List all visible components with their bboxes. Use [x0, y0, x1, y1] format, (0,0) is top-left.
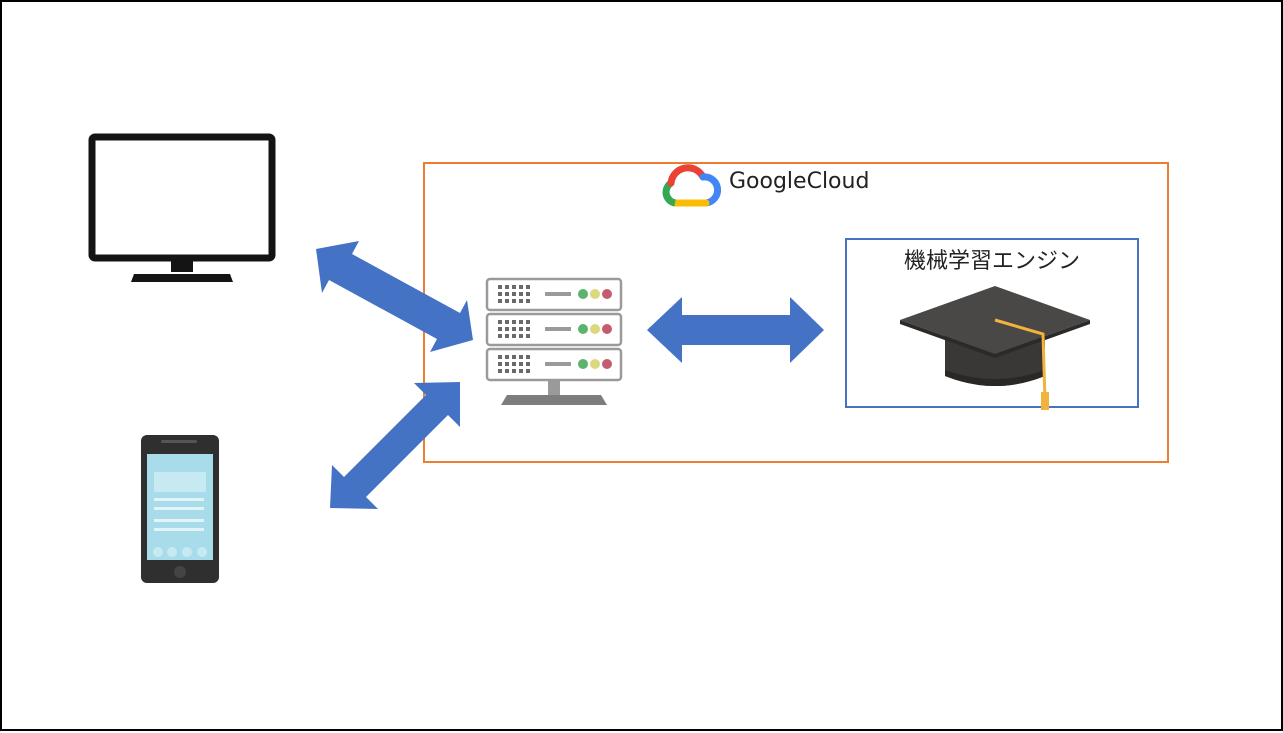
google-cloud-label: GoogleCloud	[729, 169, 870, 194]
server-rack-icon	[485, 277, 623, 405]
ml-engine-container	[845, 238, 1139, 408]
google-cloud-logo-icon	[662, 164, 722, 207]
desktop-monitor-icon	[88, 133, 276, 282]
smartphone-icon	[141, 435, 219, 583]
ml-engine-label: 機械学習エンジン	[903, 249, 1080, 274]
graduation-cap-icon	[900, 286, 1090, 410]
